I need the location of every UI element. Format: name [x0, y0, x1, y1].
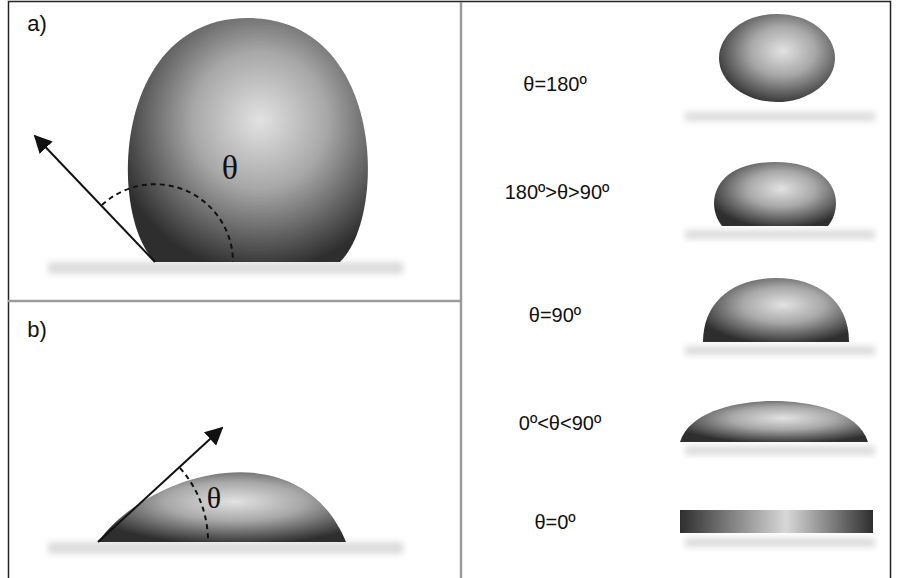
angle-arc [102, 184, 233, 262]
droplet-180 [719, 14, 835, 102]
angle-symbol: θ [207, 481, 221, 514]
droplet-obtuse [714, 162, 836, 226]
droplet-90 [703, 278, 849, 342]
angle-range-label: θ=0º [534, 511, 575, 533]
tangent-arrow [98, 428, 222, 542]
droplet-0 [680, 510, 873, 533]
angle-arc [180, 468, 208, 542]
angle-symbol: θ [222, 149, 238, 186]
droplet-large [128, 18, 368, 262]
droplet-acute [680, 401, 868, 442]
panel-frame [8, 2, 891, 578]
angle-range-label: 0º<θ<90º [519, 412, 601, 434]
panel-letter: a) [27, 12, 47, 36]
angle-range-label: θ=90º [529, 304, 581, 326]
tangent-arrow [35, 136, 155, 262]
angle-range-label: 180º>θ>90º [505, 181, 610, 203]
panel-letter: b) [27, 318, 47, 342]
angle-range-label: θ=180º [523, 73, 586, 95]
